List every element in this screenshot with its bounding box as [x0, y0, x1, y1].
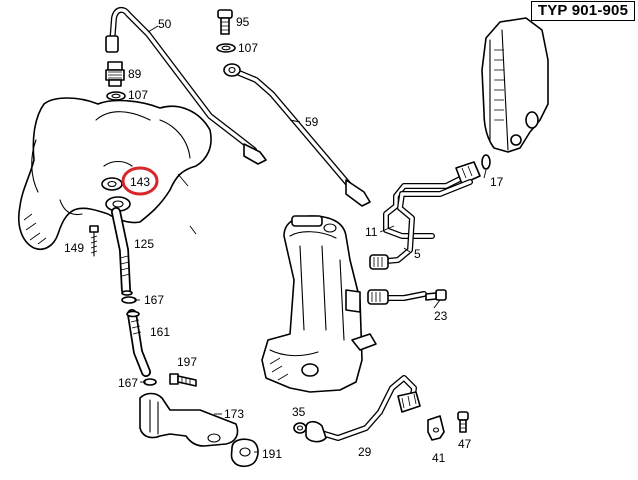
pump-housing	[18, 97, 212, 250]
o-ring-167-upper	[121, 296, 137, 304]
callout-149[interactable]: 149	[64, 241, 84, 255]
pipe-59	[223, 63, 371, 207]
washer-107-top	[216, 43, 236, 53]
clip-41	[427, 415, 445, 441]
injection-pump	[261, 215, 377, 393]
fitting-89	[105, 61, 125, 87]
pipe-5	[369, 179, 473, 270]
callout-191[interactable]: 191	[262, 447, 282, 461]
bracket-173	[139, 392, 239, 447]
bolt-23	[425, 289, 447, 301]
callout-173[interactable]: 173	[224, 407, 244, 421]
cover-17	[481, 17, 549, 153]
clamp-fitting	[367, 289, 427, 305]
callout-125[interactable]: 125	[134, 237, 154, 251]
callout-5[interactable]: 5	[414, 247, 421, 261]
bolt-47	[457, 411, 469, 433]
highlight-ring-143	[121, 166, 159, 196]
gasket-191	[230, 438, 259, 468]
diagram-type-label: TYP 901-905	[531, 1, 635, 21]
callout-numbers: 50 95 107 89 107 59 17 143 11 5 149 125 …	[64, 15, 504, 465]
callout-89[interactable]: 89	[128, 67, 142, 81]
banjo-bolt-95	[217, 9, 233, 35]
screw-149	[89, 225, 99, 257]
pipe-50	[105, 6, 267, 165]
callout-143[interactable]: 143	[130, 175, 150, 189]
callout-47[interactable]: 47	[458, 437, 472, 451]
screw-197	[169, 373, 197, 387]
callout-41[interactable]: 41	[432, 451, 446, 465]
callout-23[interactable]: 23	[434, 309, 448, 323]
callout-167-lower[interactable]: 167	[118, 376, 138, 390]
callout-95[interactable]: 95	[236, 15, 250, 29]
callout-50[interactable]: 50	[158, 17, 172, 31]
pipe-11	[383, 161, 481, 239]
callout-29[interactable]: 29	[358, 445, 372, 459]
ring-17	[481, 154, 491, 170]
washer-107-left	[106, 91, 126, 101]
washer-35	[293, 422, 307, 434]
callout-59[interactable]: 59	[305, 115, 319, 129]
callout-161[interactable]: 161	[150, 325, 170, 339]
pipe-161	[126, 309, 151, 377]
pipe-125	[111, 207, 133, 296]
callout-167-upper[interactable]: 167	[144, 293, 164, 307]
leader-lines	[134, 25, 487, 453]
pipe-29	[305, 375, 421, 443]
callout-107-top[interactable]: 107	[238, 41, 258, 55]
callout-107-left[interactable]: 107	[128, 88, 148, 102]
callout-11[interactable]: 11	[365, 225, 378, 239]
callout-197[interactable]: 197	[177, 355, 197, 369]
callout-35[interactable]: 35	[292, 405, 306, 419]
callout-17[interactable]: 17	[490, 175, 504, 189]
